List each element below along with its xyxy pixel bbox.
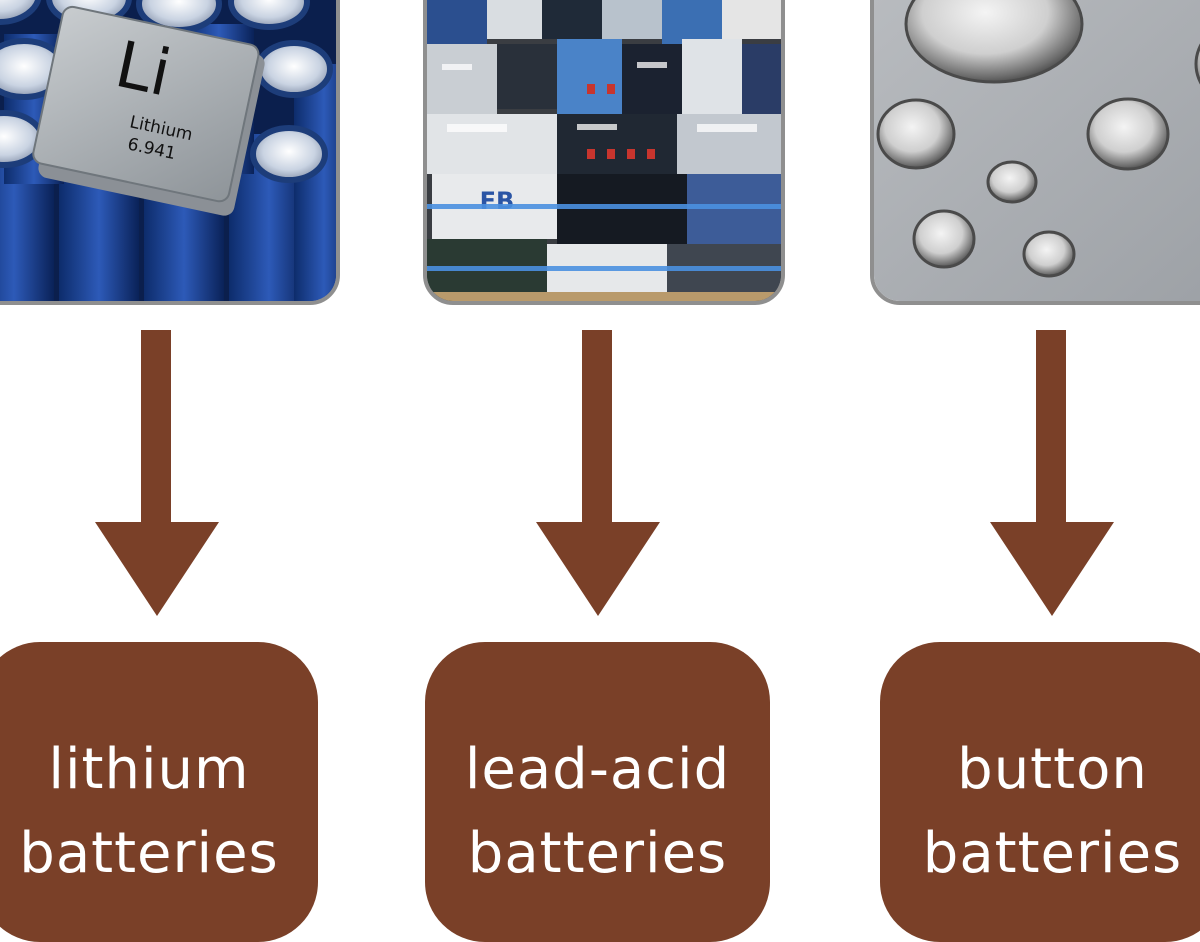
label-button-batteries: button batteries <box>880 642 1200 942</box>
button-cells-illustration <box>874 0 1200 301</box>
label-lithium-batteries: lithium batteries <box>0 642 318 942</box>
lead-acid-brand-mark: FB <box>480 187 515 215</box>
down-arrow-lead-acid <box>536 330 660 616</box>
label-lithium-line2: batteries <box>19 821 279 886</box>
lead-acid-stack-illustration: FB <box>427 0 781 301</box>
down-arrow-lithium <box>95 330 219 616</box>
label-lead-acid-line1: lead-acid <box>464 737 731 802</box>
button-battery-image <box>870 0 1200 305</box>
down-arrow-button <box>990 330 1114 616</box>
lithium-battery-image: Li Lithium 6.941 <box>0 0 340 305</box>
label-lead-acid-batteries: lead-acid batteries <box>425 642 770 942</box>
label-lithium-line1: lithium <box>48 737 250 802</box>
label-button-line1: button <box>957 737 1148 802</box>
label-lead-acid-line2: batteries <box>467 821 728 886</box>
label-button-line2: batteries <box>922 821 1183 886</box>
lead-acid-battery-image: FB <box>423 0 785 305</box>
lithium-cells-illustration: Li Lithium 6.941 <box>0 0 336 301</box>
